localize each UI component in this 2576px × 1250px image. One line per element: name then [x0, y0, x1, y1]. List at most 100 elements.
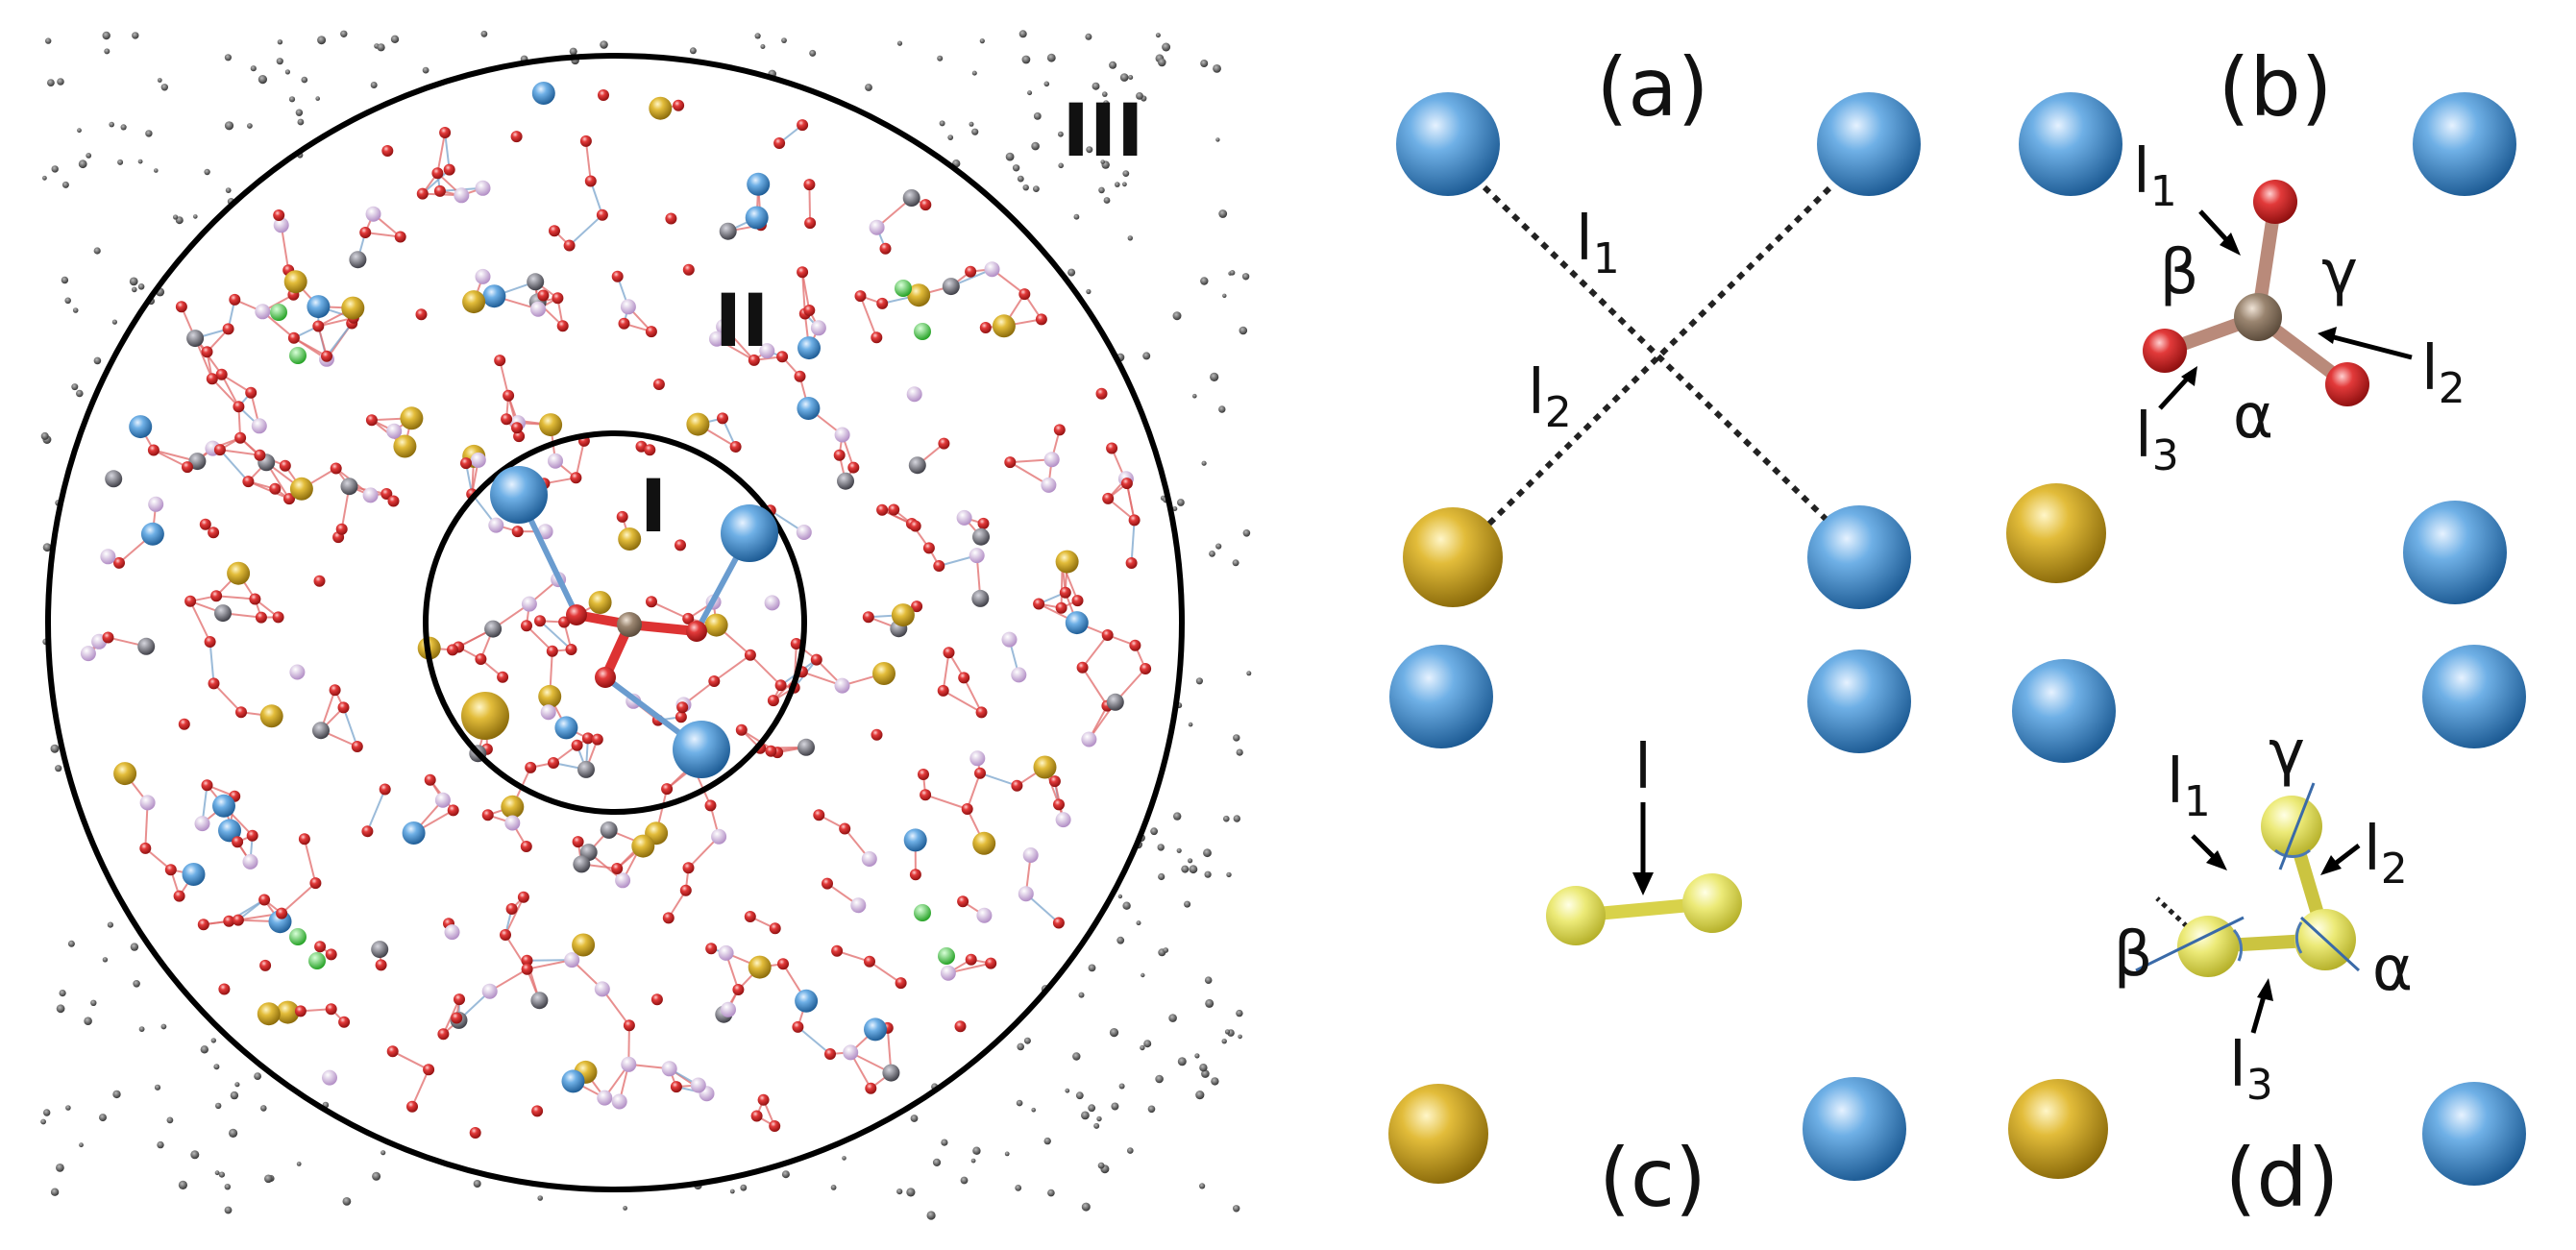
lattice-dot — [247, 123, 253, 129]
lattice-dot — [377, 43, 385, 52]
lattice-dot — [473, 1180, 481, 1188]
oxygen-atom — [254, 449, 266, 461]
oxygen-atom — [210, 590, 223, 602]
lattice-dot — [1004, 1151, 1010, 1157]
panel-c-l-label: l — [1634, 732, 1652, 803]
lattice-dot — [1005, 152, 1015, 161]
oxygen-atom — [675, 539, 686, 551]
parameter-panels: (a) l1 l2 (b) l1 l2 l3 — [1388, 40, 2526, 1225]
silicon-atom — [861, 851, 877, 867]
oxygen-atom — [757, 1093, 770, 1106]
lattice-dot — [1155, 1074, 1164, 1084]
oxygen-atom — [909, 869, 921, 881]
s2-molecule — [1546, 873, 1742, 945]
gold-cation — [539, 413, 563, 437]
lattice-dot — [865, 84, 872, 91]
aluminum-atom — [349, 251, 367, 269]
aluminum-atom — [214, 604, 232, 623]
lattice-dot — [1162, 42, 1171, 52]
oxygen-atom — [454, 993, 465, 1006]
lattice-dot — [215, 1102, 222, 1110]
arrow-head — [2181, 366, 2197, 386]
lattice-dot — [1224, 1029, 1231, 1035]
oxygen-atom — [235, 706, 247, 719]
aluminum-atom — [882, 1064, 900, 1082]
panel-b-l3-label: l3 — [2135, 401, 2179, 480]
lattice-dot — [1097, 1162, 1105, 1169]
oxygen-atom — [813, 809, 825, 821]
lattice-dot — [1088, 1104, 1096, 1113]
oxygen-atom — [777, 958, 789, 970]
lattice-dot — [224, 54, 232, 61]
panel-a-l2-label: l2 — [1528, 357, 1572, 437]
framework-bond — [539, 620, 573, 650]
lattice-dot — [1223, 815, 1230, 822]
lattice-dot — [47, 79, 55, 86]
oxygen-atom — [164, 864, 177, 876]
gold-cation — [257, 1002, 281, 1026]
silicon-atom — [594, 981, 610, 997]
oxygen-atom — [531, 1105, 544, 1117]
lattice-dot — [1141, 972, 1145, 978]
lattice-dot — [1012, 164, 1020, 172]
oxygen-atom — [361, 825, 374, 838]
lattice-dot — [1201, 1069, 1210, 1078]
framework-bond — [499, 359, 510, 397]
aluminum-atom — [186, 330, 205, 348]
lattice-dot — [1209, 551, 1215, 557]
silicon-atom — [564, 952, 580, 968]
lattice-dot — [1092, 82, 1100, 90]
framework-bond — [713, 653, 751, 682]
oxygen-atom — [965, 265, 977, 278]
oxygen-atom — [579, 135, 592, 147]
oxygen-atom — [1011, 779, 1023, 792]
aluminum-atom — [188, 453, 207, 471]
silicon-atom — [548, 453, 563, 469]
silicon-atom — [139, 795, 156, 811]
oxygen-atom — [862, 611, 874, 624]
oxygen-atom — [2143, 329, 2187, 373]
lattice-dot — [939, 120, 945, 127]
oxygen-atom — [985, 957, 997, 969]
oxygen-atom — [325, 1003, 337, 1016]
lattice-dot — [1065, 1088, 1070, 1093]
oxygen-atom — [774, 679, 787, 692]
lattice-dot — [1188, 858, 1193, 864]
green-atom — [914, 323, 931, 340]
oxygen-atom — [662, 912, 675, 924]
silicon-atom — [850, 897, 867, 914]
oxygen-atom — [313, 575, 326, 587]
lattice-dot — [133, 980, 140, 988]
oxygen-atom — [675, 711, 687, 723]
green-atom — [289, 347, 307, 364]
lattice-dot — [224, 1206, 233, 1214]
panel-b: (b) l1 l2 l3 α β γ — [2133, 40, 2466, 480]
panel-c: (c) l — [1546, 732, 1742, 1225]
silicon-atom — [711, 828, 727, 845]
lattice-dot — [1136, 920, 1141, 926]
oxygen-atom — [803, 305, 816, 316]
oxygen-atom — [871, 331, 883, 344]
lattice-dot — [1081, 1111, 1090, 1120]
lattice-dot — [43, 1109, 51, 1116]
lattice-dot — [1016, 1099, 1023, 1107]
oxygen-atom — [598, 89, 609, 101]
lattice-dot — [1147, 1105, 1156, 1114]
oxygen-atom — [208, 527, 220, 539]
silicon-atom — [984, 261, 1000, 278]
lattice-dot — [51, 165, 59, 173]
lattice-dot — [623, 1206, 627, 1211]
oxygen-atom — [379, 783, 391, 796]
oxygen-atom — [451, 1012, 463, 1024]
oxygen-atom — [888, 503, 900, 516]
oxygen-atom — [494, 355, 506, 367]
silicon-atom — [796, 525, 812, 540]
silicon-atom — [620, 299, 636, 315]
oxygen-atom — [804, 217, 817, 230]
oxygen-atom — [909, 520, 921, 532]
framework-bond — [293, 336, 328, 357]
lattice-dot — [1241, 273, 1250, 281]
oxygen-atom — [139, 842, 152, 854]
aluminum-atom — [902, 189, 920, 207]
panel-b-l1-label: l1 — [2133, 136, 2177, 216]
